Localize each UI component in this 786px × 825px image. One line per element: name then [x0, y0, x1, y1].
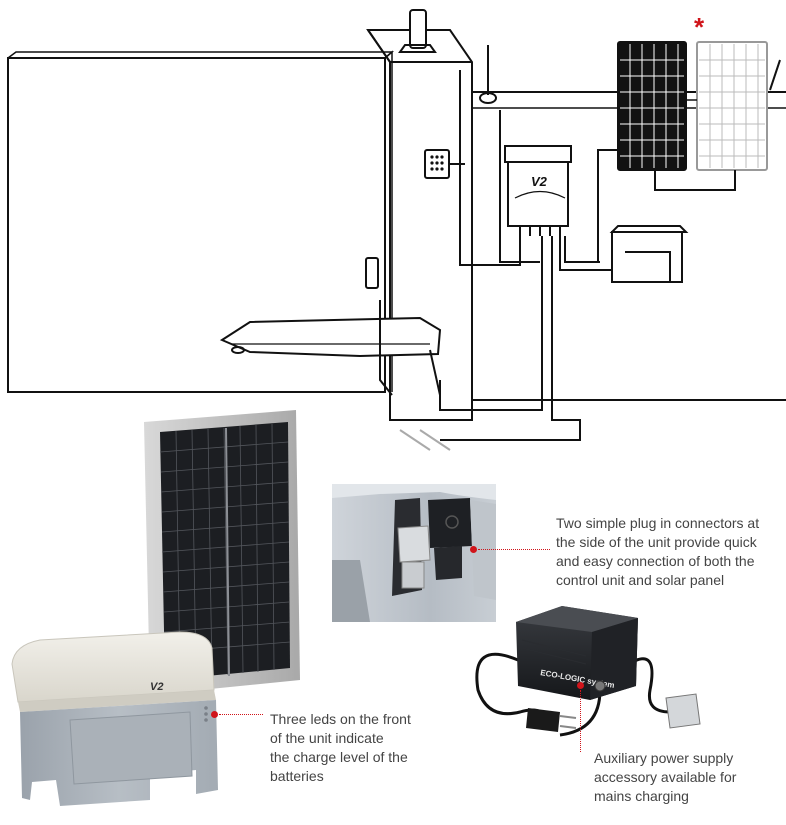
- connector-caption-line: and easy connection of both the: [556, 553, 755, 569]
- connector-callout-line: [478, 549, 550, 550]
- power-supply-caption-line: accessory available for: [594, 769, 737, 785]
- leds-caption-line: Three leds on the front: [270, 711, 411, 727]
- power-supply-callout-line: [580, 690, 581, 752]
- connector-caption-line: control unit and solar panel: [556, 572, 725, 588]
- leds-caption-line: of the unit indicate: [270, 730, 384, 746]
- optional-asterisk: *: [694, 12, 705, 42]
- power-supply-callout-dot: [577, 682, 584, 689]
- power-supply-caption-line: mains charging: [594, 788, 689, 804]
- svg-text:V2: V2: [531, 174, 548, 189]
- leds-callout-line: [219, 714, 263, 715]
- connector-callout-dot: [470, 546, 477, 553]
- leds-caption-line: the charge level of the: [270, 749, 408, 765]
- connector-caption-line: Two simple plug in connectors at: [556, 515, 760, 531]
- power-supply-caption: Auxiliary power supply accessory availab…: [594, 749, 736, 806]
- brand-mark: V2: [150, 681, 163, 693]
- gate-installation-diagram: V2: [7, 9, 786, 451]
- leds-caption: Three leds on the front of the unit indi…: [270, 710, 411, 786]
- connector-caption-line: the side of the unit provide quick: [556, 534, 757, 550]
- leds-caption-line: batteries: [270, 768, 324, 784]
- leds-callout-dot: [211, 711, 218, 718]
- power-supply-caption-line: Auxiliary power supply: [594, 750, 734, 766]
- connector-caption: Two simple plug in connectors at the sid…: [556, 514, 759, 590]
